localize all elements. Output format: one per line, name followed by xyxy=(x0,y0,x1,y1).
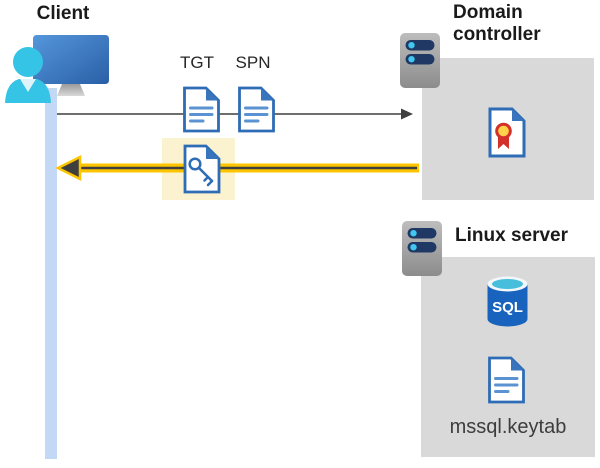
certificate-document-icon xyxy=(488,107,526,158)
request-arrow xyxy=(57,108,413,120)
client-timeline-bar xyxy=(45,88,57,459)
sql-database-icon: SQL xyxy=(487,276,528,327)
person-icon xyxy=(5,47,51,103)
tgt-ticket-document-icon xyxy=(183,86,220,133)
keytab-document-icon xyxy=(488,356,525,404)
domain-controller-server-icon xyxy=(400,33,440,88)
client-title: Client xyxy=(36,3,90,24)
tgt-label: TGT xyxy=(180,53,214,72)
sql-label: SQL xyxy=(492,299,523,316)
spn-label: SPN xyxy=(235,53,271,72)
spn-ticket-document-icon xyxy=(238,86,275,133)
linux-server-icon xyxy=(402,221,442,276)
keytab-filename-label: mssql.keytab xyxy=(449,416,567,438)
linux-server-title: Linux server xyxy=(455,225,568,246)
key-glyph-icon xyxy=(188,157,214,187)
response-arrowhead-icon xyxy=(55,154,82,182)
monitor-icon xyxy=(33,35,109,84)
response-arrow xyxy=(55,154,419,182)
domain-controller-title: Domain controller xyxy=(453,2,541,45)
client-workstation-icon xyxy=(5,35,109,103)
monitor-stand-icon xyxy=(57,84,85,96)
request-arrowhead-icon xyxy=(401,108,413,120)
key-document-icon xyxy=(183,144,221,194)
